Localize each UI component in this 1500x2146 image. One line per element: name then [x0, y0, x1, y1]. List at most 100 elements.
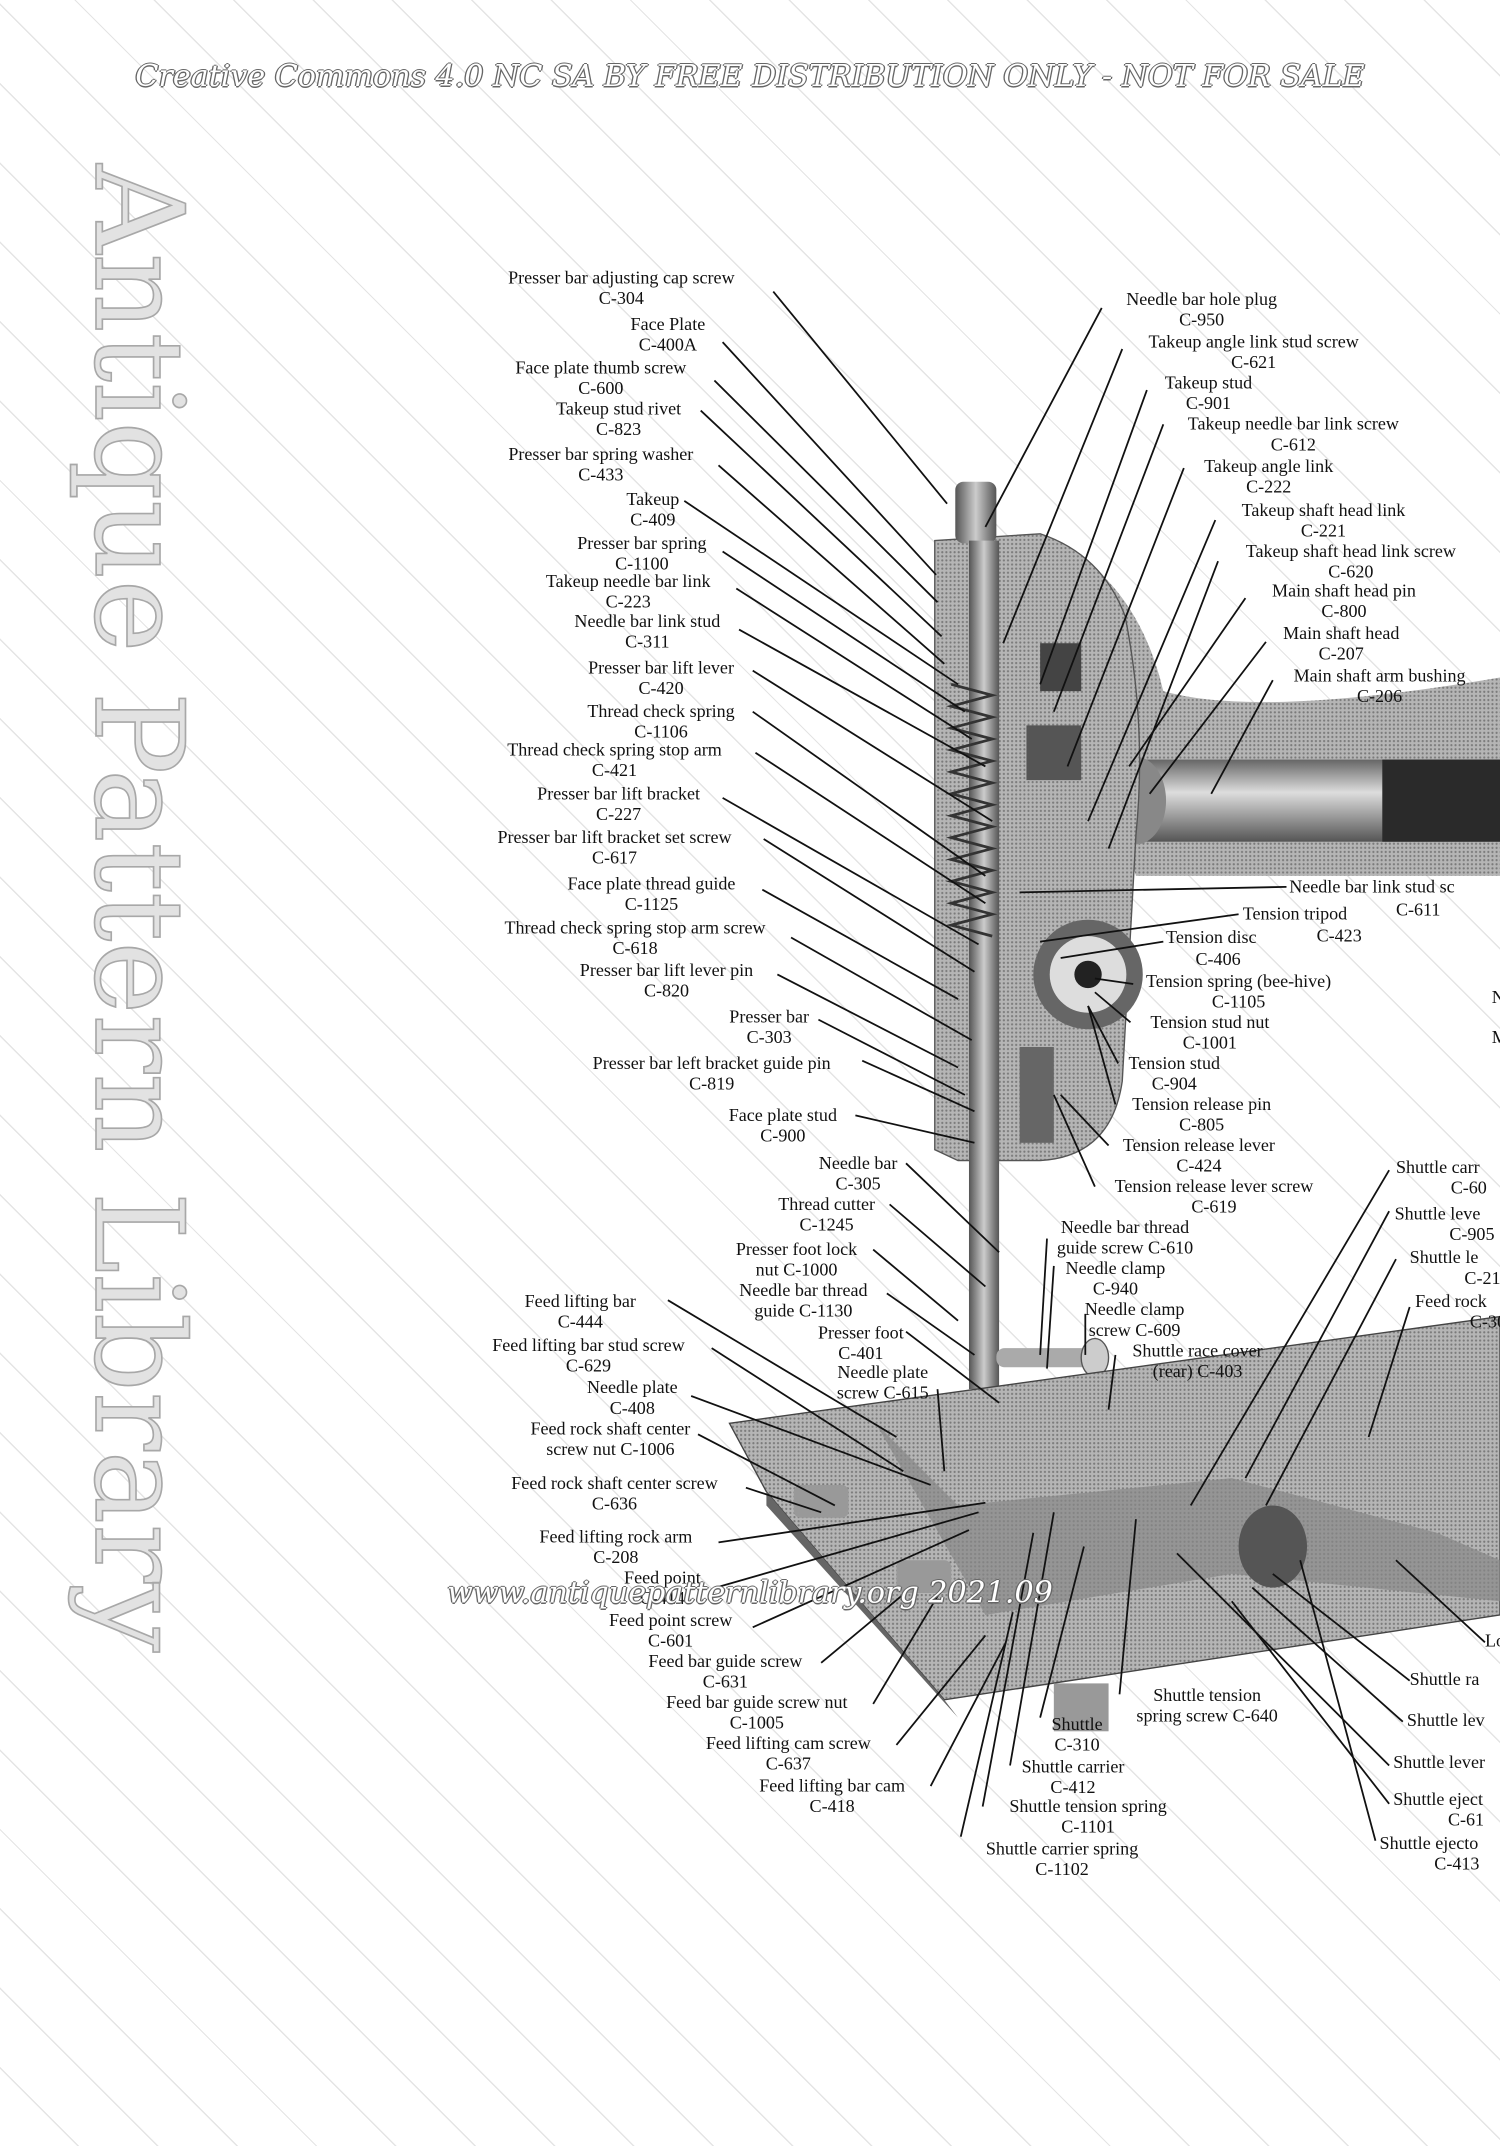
part-name: Presser bar lift lever [588, 656, 734, 678]
part-name: Tension stud [1128, 1052, 1221, 1073]
leader-line [1094, 977, 1134, 985]
leader-line [722, 550, 966, 713]
part-number: C-904 [1151, 1072, 1197, 1093]
part-name: Presser bar lift lever pin [579, 959, 754, 980]
leader-line [1019, 885, 1287, 894]
part-name: M [1492, 1027, 1500, 1048]
source-footer: www.antiquepatternlibrary.org 2021.09 [447, 1576, 1053, 1611]
part-name: Presser bar lift bracket [537, 782, 701, 804]
part-name: Feed rock [1415, 1290, 1487, 1312]
part-number: C-208 [593, 1545, 639, 1567]
leader-line [1244, 1210, 1390, 1479]
leader-line [1251, 1586, 1404, 1723]
leader-line [1118, 1519, 1137, 1695]
part-name: Shuttle le [1409, 1246, 1479, 1268]
leader-line [1107, 560, 1219, 849]
part-number: C-620 [1328, 560, 1374, 581]
leader-line [711, 1347, 904, 1473]
part-number: nut C-1000 [755, 1258, 838, 1279]
leader-line [886, 1292, 975, 1356]
leader-line [1107, 1354, 1117, 1410]
leader-line [752, 669, 993, 822]
part-name: Takeup needle bar link screw [1187, 413, 1399, 434]
leader-line [895, 1634, 987, 1746]
part-name: Needle clamp [1084, 1298, 1185, 1320]
part-number: C-1106 [634, 720, 688, 742]
part-number: C-400A [638, 333, 697, 354]
part-number: screw C-609 [1088, 1318, 1181, 1340]
leader-line [1060, 940, 1164, 959]
part-name: Shuttle race cover [1132, 1339, 1263, 1361]
part-name: Tension spring (bee-hive) [1145, 970, 1332, 991]
part-name: Shuttle ejecto [1379, 1832, 1479, 1854]
part-name: Feed point [624, 1567, 701, 1588]
part-name: Shuttle tension spring [1009, 1795, 1167, 1817]
part-number: C-227 [596, 802, 642, 824]
leader-line [772, 290, 948, 505]
part-name: Shuttle ra [1409, 1668, 1480, 1689]
leader-line [905, 1162, 1000, 1253]
leader-line [1039, 1238, 1048, 1355]
part-label: Shuttle leC-217 [1409, 1246, 1500, 1288]
part-name: C-406 [1195, 948, 1241, 969]
part-name: Feed lifting bar stud screw [492, 1334, 685, 1355]
part-number: C-304 [598, 286, 644, 308]
part-number: C-637 [765, 1752, 811, 1774]
leader-line [718, 1501, 986, 1544]
part-number: screw C-615 [836, 1381, 929, 1403]
part-number: C-305 [835, 1172, 881, 1193]
part-number: C-311 [625, 630, 670, 651]
leader-line [721, 341, 937, 576]
leader-line [1087, 519, 1217, 822]
part-name: Shuttle carr [1395, 1156, 1480, 1178]
leader-line [1053, 1094, 1096, 1187]
part-label: C-611 [1396, 900, 1440, 921]
part-name: Feed bar guide screw [648, 1650, 803, 1672]
part-label: Tension spring (bee-hive)C-1105 [1145, 970, 1332, 1012]
leader-line [1128, 597, 1247, 767]
part-name: Shuttle carrier [1021, 1755, 1125, 1777]
part-name: Main shaft head pin [1272, 580, 1416, 601]
leader-line [763, 838, 975, 973]
leader-line [855, 1114, 975, 1144]
part-number: C-905 [1449, 1222, 1495, 1244]
license-header: Creative Commons 4.0 NC SA BY FREE DISTR… [135, 60, 1365, 95]
part-name: Thread check spring stop arm [507, 739, 722, 760]
part-number: C-1005 [729, 1711, 784, 1732]
part-number: C-1100 [615, 552, 669, 573]
leader-line [1046, 1265, 1055, 1369]
part-number: C-900 [760, 1124, 806, 1145]
part-label: Shuttle lev [1407, 1710, 1485, 1731]
leader-line [905, 1330, 1000, 1404]
part-label: Shuttle ra [1409, 1668, 1480, 1690]
leader-line [936, 1389, 946, 1472]
part-name: Feed lifting bar [524, 1290, 636, 1312]
part-name: Needle bar thread [1060, 1216, 1190, 1238]
